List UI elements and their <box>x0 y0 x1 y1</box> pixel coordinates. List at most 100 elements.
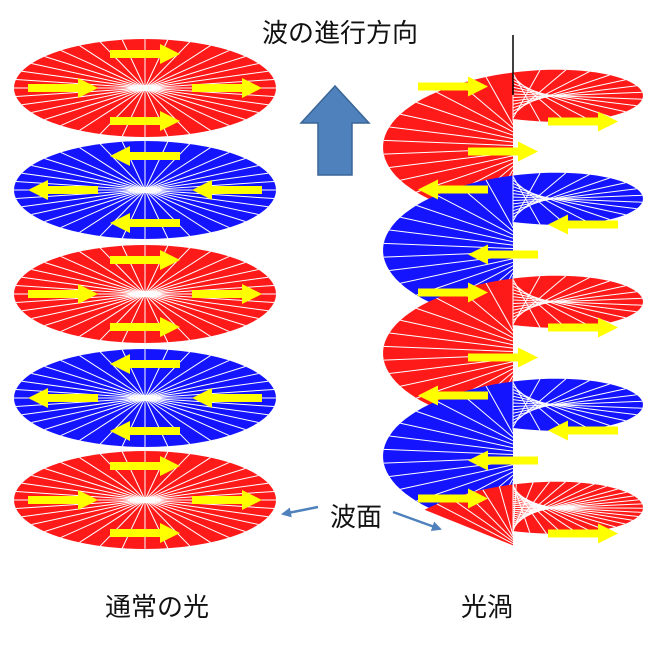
disk-spoke <box>144 397 211 441</box>
vortex-spoke <box>512 481 550 530</box>
wavefront-label: 波面 <box>330 503 382 533</box>
disk-spoke <box>144 475 259 501</box>
phase-arrow <box>110 317 180 337</box>
vortex-spoke <box>512 172 567 218</box>
wavefront-disk <box>14 349 276 447</box>
disk-spoke <box>144 189 246 222</box>
disk-center <box>133 187 157 193</box>
phase-arrow <box>192 490 262 510</box>
disk-spoke <box>79 457 146 501</box>
phase-arrows <box>28 456 262 543</box>
disk-spoke <box>44 499 146 532</box>
disk-spoke <box>60 462 146 501</box>
vortex-spoke <box>389 332 514 349</box>
disk-spoke <box>60 360 146 399</box>
phase-arrows <box>418 179 618 265</box>
vortex-spoke <box>512 491 627 517</box>
vortex-spoke <box>512 484 517 534</box>
disk-spoke <box>31 63 146 89</box>
disk-spoke <box>21 172 146 191</box>
disk-spoke <box>144 351 191 399</box>
disk-center <box>133 395 157 401</box>
disk-spoke <box>144 490 275 501</box>
vortex-spokes <box>383 69 643 222</box>
normal-light-label: 通常の光 <box>105 593 209 623</box>
vortex-spoke <box>512 275 541 325</box>
vortex-surface <box>383 275 643 428</box>
vortex-spoke <box>436 194 514 236</box>
disk-spoke <box>144 172 269 191</box>
disk-spoke <box>144 462 230 501</box>
disk-spoke <box>144 189 191 237</box>
vortex-spoke <box>416 204 514 239</box>
disk-spoke <box>79 251 146 295</box>
disk-spoke <box>144 397 169 447</box>
vortex-spoke <box>400 216 514 243</box>
disk-spoke <box>99 189 146 237</box>
vortex-spoke <box>400 258 514 284</box>
disk-spoke <box>144 293 269 312</box>
disk-spoke <box>44 158 146 191</box>
phase-arrow <box>418 282 488 303</box>
phase-arrow <box>110 523 180 543</box>
disk-spoke <box>60 50 146 89</box>
wavefront-disk <box>14 451 276 549</box>
phase-arrow <box>28 388 98 408</box>
disk-spoke <box>121 451 146 501</box>
disk-spoke <box>99 143 146 191</box>
phase-arrow <box>418 488 488 509</box>
vortex-spoke <box>512 402 643 409</box>
vortex-spoke <box>389 126 514 143</box>
disk-spoke <box>144 87 230 126</box>
disk-spoke <box>144 87 275 98</box>
phase-arrow <box>110 250 180 270</box>
phase-arrows <box>418 76 618 162</box>
vortex-spoke <box>512 182 590 224</box>
vortex-spoke <box>512 292 626 319</box>
disk-spoke <box>144 165 259 191</box>
vortex-spoke <box>512 174 590 215</box>
vortex-surface <box>383 69 643 222</box>
disk-spoke <box>144 293 230 332</box>
disk-spoke <box>60 397 146 436</box>
disk-spoke <box>144 247 191 295</box>
phase-arrow <box>418 385 488 406</box>
vortex-spoke <box>512 498 626 525</box>
disk-spoke <box>144 70 269 89</box>
disk-spokes <box>14 39 276 137</box>
disk-spoke <box>15 388 146 399</box>
disk-spoke <box>44 87 146 120</box>
disk-spoke <box>44 468 146 501</box>
vortex-surface <box>383 378 643 531</box>
disk-spoke <box>144 457 211 501</box>
phase-arrow <box>468 141 538 162</box>
phase-arrows <box>418 385 618 471</box>
disk-spoke <box>21 87 146 106</box>
phase-arrows <box>28 354 262 441</box>
vortex-spoke <box>451 498 514 543</box>
phase-arrow <box>28 490 98 510</box>
disk-spoke <box>144 397 269 416</box>
disk-spoke <box>60 152 146 191</box>
vortex-spoke <box>400 155 514 181</box>
disk-spoke <box>99 247 146 295</box>
vortex-spoke <box>383 242 514 249</box>
vortex-spoke <box>459 392 514 438</box>
phase-arrow <box>418 179 488 200</box>
phase-arrow <box>548 214 618 235</box>
direction-label: 波の進行方向 <box>262 19 418 49</box>
phase-arrow <box>110 146 180 166</box>
vortex-spoke <box>512 395 626 422</box>
vortex-spoke <box>400 361 514 387</box>
phase-arrows <box>28 44 262 131</box>
normal-light-disk-stack <box>14 39 276 549</box>
vortex-spoke <box>512 86 626 113</box>
vortex-spoke <box>512 182 626 208</box>
vortex-spoke <box>512 495 634 515</box>
vortex-spoke <box>498 486 514 536</box>
disk-spoke <box>144 256 230 295</box>
vortex-turn <box>383 69 643 222</box>
disk-spoke <box>21 293 146 312</box>
